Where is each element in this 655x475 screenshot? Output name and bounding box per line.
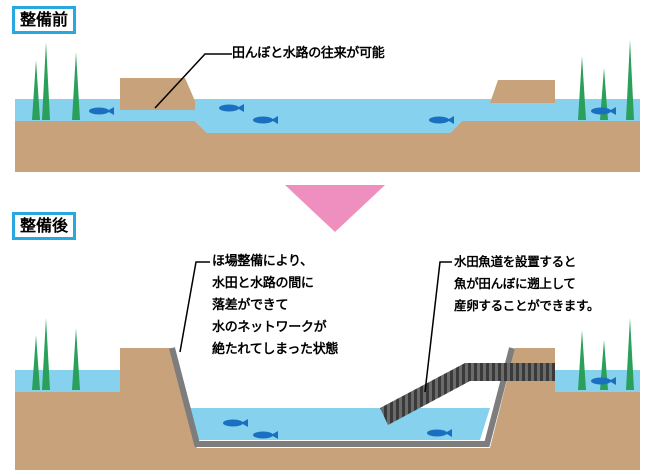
callout-left-line: 絶たれてしまった状態 bbox=[212, 342, 339, 357]
before-plant-left bbox=[32, 42, 80, 120]
callout-right-line: 水田魚道を設置すると bbox=[454, 254, 577, 269]
after-soil bbox=[15, 348, 640, 470]
callout-left-line: 水のネットワークが bbox=[212, 320, 327, 335]
after-callout-line-right bbox=[424, 261, 452, 393]
before-levee-right bbox=[490, 80, 555, 103]
before-soil bbox=[15, 121, 640, 172]
before-scene bbox=[15, 40, 640, 172]
after-plant-left bbox=[32, 318, 80, 390]
fish-ladder bbox=[380, 363, 555, 425]
before-label: 整備前 bbox=[12, 6, 77, 34]
callout-right-line: 産卵することができます。 bbox=[454, 298, 600, 313]
callout-left-line: 水田と水路の間に bbox=[212, 276, 314, 291]
callout-left-line: 落差ができて bbox=[212, 298, 289, 313]
before-callout-line bbox=[154, 53, 232, 109]
after-concrete-channel bbox=[169, 347, 515, 447]
callout-right-line: 魚が田んぼに遡上して bbox=[454, 276, 576, 291]
after-callout-right-text: 水田魚道を設置すると 魚が田んぼに遡上して 産卵することができます。 bbox=[454, 251, 599, 317]
after-label: 整備後 bbox=[12, 212, 77, 240]
callout-left-line: ほ場整備により、 bbox=[212, 254, 313, 269]
after-plant-right bbox=[578, 318, 634, 390]
after-callout-left-text: ほ場整備により、 水田と水路の間に 落差ができて 水のネットワークが 絶たれてし… bbox=[212, 251, 338, 361]
after-callout-line-left bbox=[179, 261, 210, 353]
before-callout-text: 田んぼと水路の往来が可能 bbox=[232, 46, 385, 61]
before-plant-right bbox=[578, 40, 634, 120]
down-arrow-icon bbox=[285, 185, 385, 232]
after-water-left bbox=[15, 370, 120, 392]
before-channel-water bbox=[195, 121, 462, 133]
after-scene bbox=[15, 261, 640, 470]
